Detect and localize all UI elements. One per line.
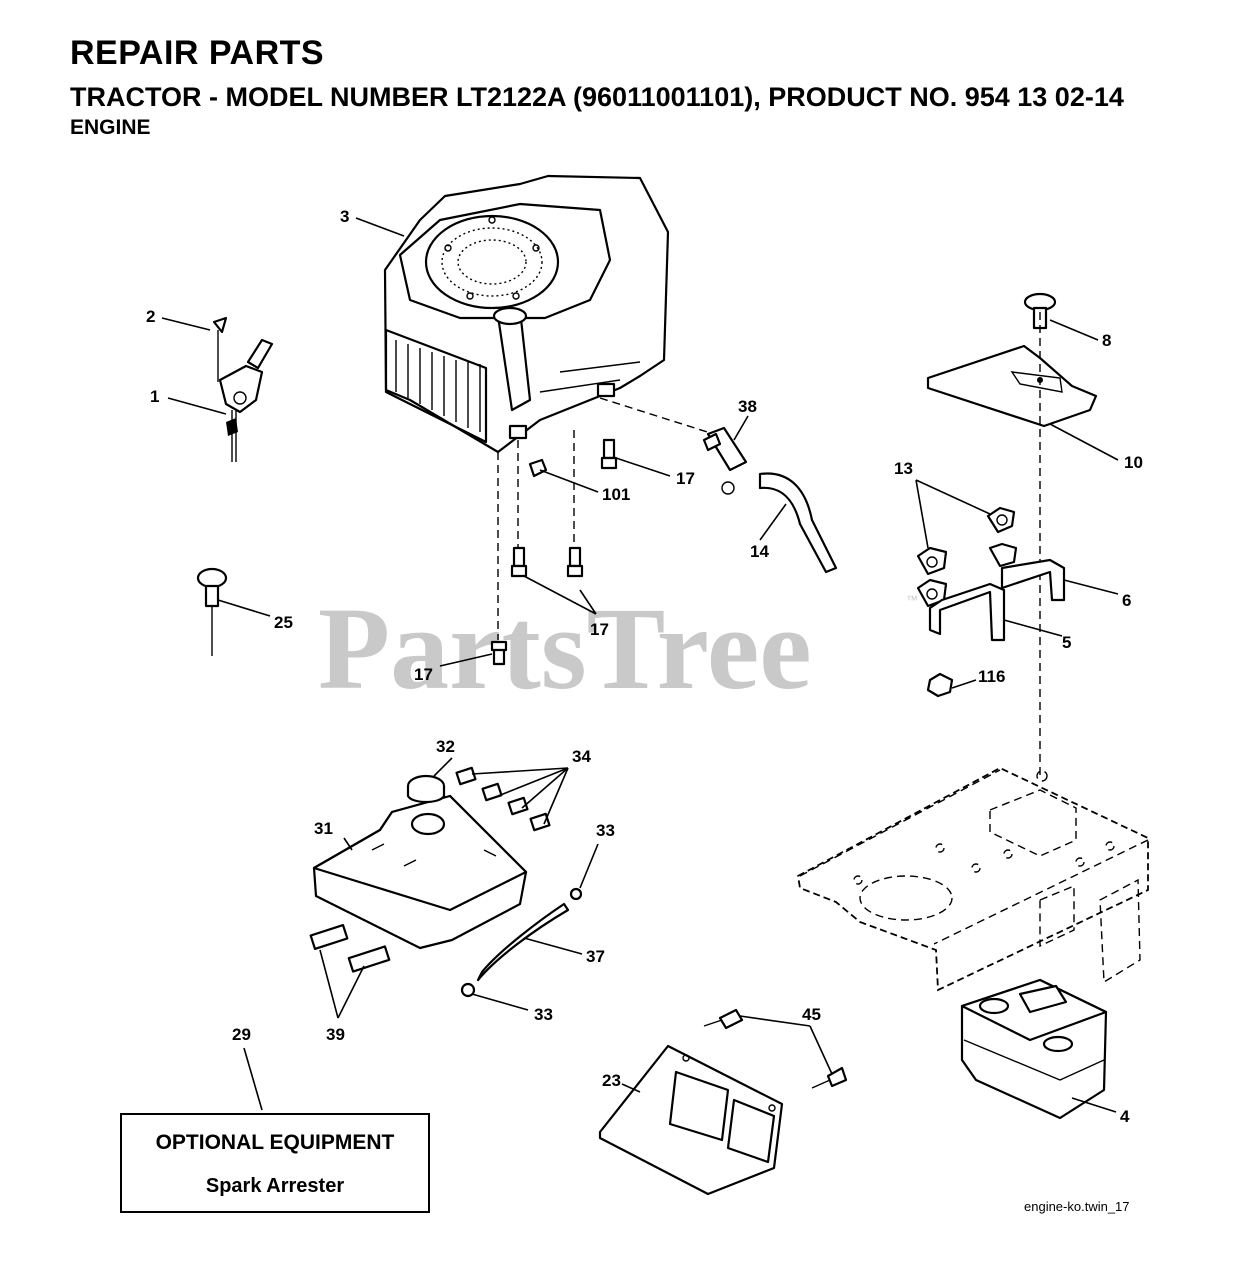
watermark: PartsTree ™ <box>318 583 918 714</box>
callout-31: 31 <box>314 819 333 838</box>
model-subtitle: TRACTOR - MODEL NUMBER LT2122A (96011001… <box>70 82 1124 112</box>
engine-part <box>383 174 670 454</box>
callout-34: 34 <box>572 747 591 766</box>
callout-116: 116 <box>978 667 1005 686</box>
page-title: REPAIR PARTS <box>70 34 325 72</box>
callout-5: 5 <box>1062 633 1071 652</box>
callout-labels: 2 1 3 8 10 13 38 17 101 14 17 17 25 5 6 … <box>146 207 1143 1126</box>
watermark-trademark: ™ <box>906 593 918 607</box>
figure-id: engine-ko.twin_17 <box>1024 1199 1130 1214</box>
optional-equipment-box: OPTIONAL EQUIPMENT Spark Arrester <box>120 1113 430 1213</box>
section-title: ENGINE <box>70 116 151 139</box>
callout-39: 39 <box>326 1025 345 1044</box>
leader-lines <box>161 217 1119 1113</box>
callout-8: 8 <box>1102 331 1111 350</box>
callout-25: 25 <box>274 613 293 632</box>
callout-1: 1 <box>150 387 159 406</box>
fuel-hose-part <box>702 426 838 574</box>
callout-17-a: 17 <box>676 469 695 488</box>
tractor-frame-part <box>797 766 1149 992</box>
exhaust-pipe-part <box>916 506 1066 698</box>
optional-equipment-item: Spark Arrester <box>205 1175 345 1197</box>
fuel-line-part <box>460 887 583 998</box>
callout-3: 3 <box>340 207 349 226</box>
fuel-tank-part <box>309 766 551 973</box>
callout-4: 4 <box>1120 1107 1130 1126</box>
dipstick-part <box>196 567 228 656</box>
callout-14: 14 <box>750 542 769 561</box>
callout-23: 23 <box>602 1071 621 1090</box>
watermark-text: PartsTree <box>318 583 812 714</box>
callout-6: 6 <box>1122 591 1131 610</box>
callout-13: 13 <box>894 459 913 478</box>
callout-38: 38 <box>738 397 757 416</box>
callout-33-b: 33 <box>534 1005 553 1024</box>
callout-101: 101 <box>602 485 630 504</box>
callout-17-b: 17 <box>590 620 609 639</box>
throttle-control-part <box>212 316 274 462</box>
callout-37: 37 <box>586 947 605 966</box>
muffler-part <box>960 978 1108 1120</box>
muffler-bracket-part <box>598 1008 848 1196</box>
callout-45: 45 <box>802 1005 821 1024</box>
bolts-part <box>490 438 618 666</box>
callout-33-a: 33 <box>596 821 615 840</box>
callout-29: 29 <box>232 1025 251 1044</box>
callout-10: 10 <box>1124 453 1143 472</box>
callout-32: 32 <box>436 737 455 756</box>
heat-shield-part <box>926 292 1098 428</box>
callout-17-c: 17 <box>414 665 433 684</box>
callout-2: 2 <box>146 307 155 326</box>
optional-equipment-title: OPTIONAL EQUIPMENT <box>155 1131 395 1154</box>
